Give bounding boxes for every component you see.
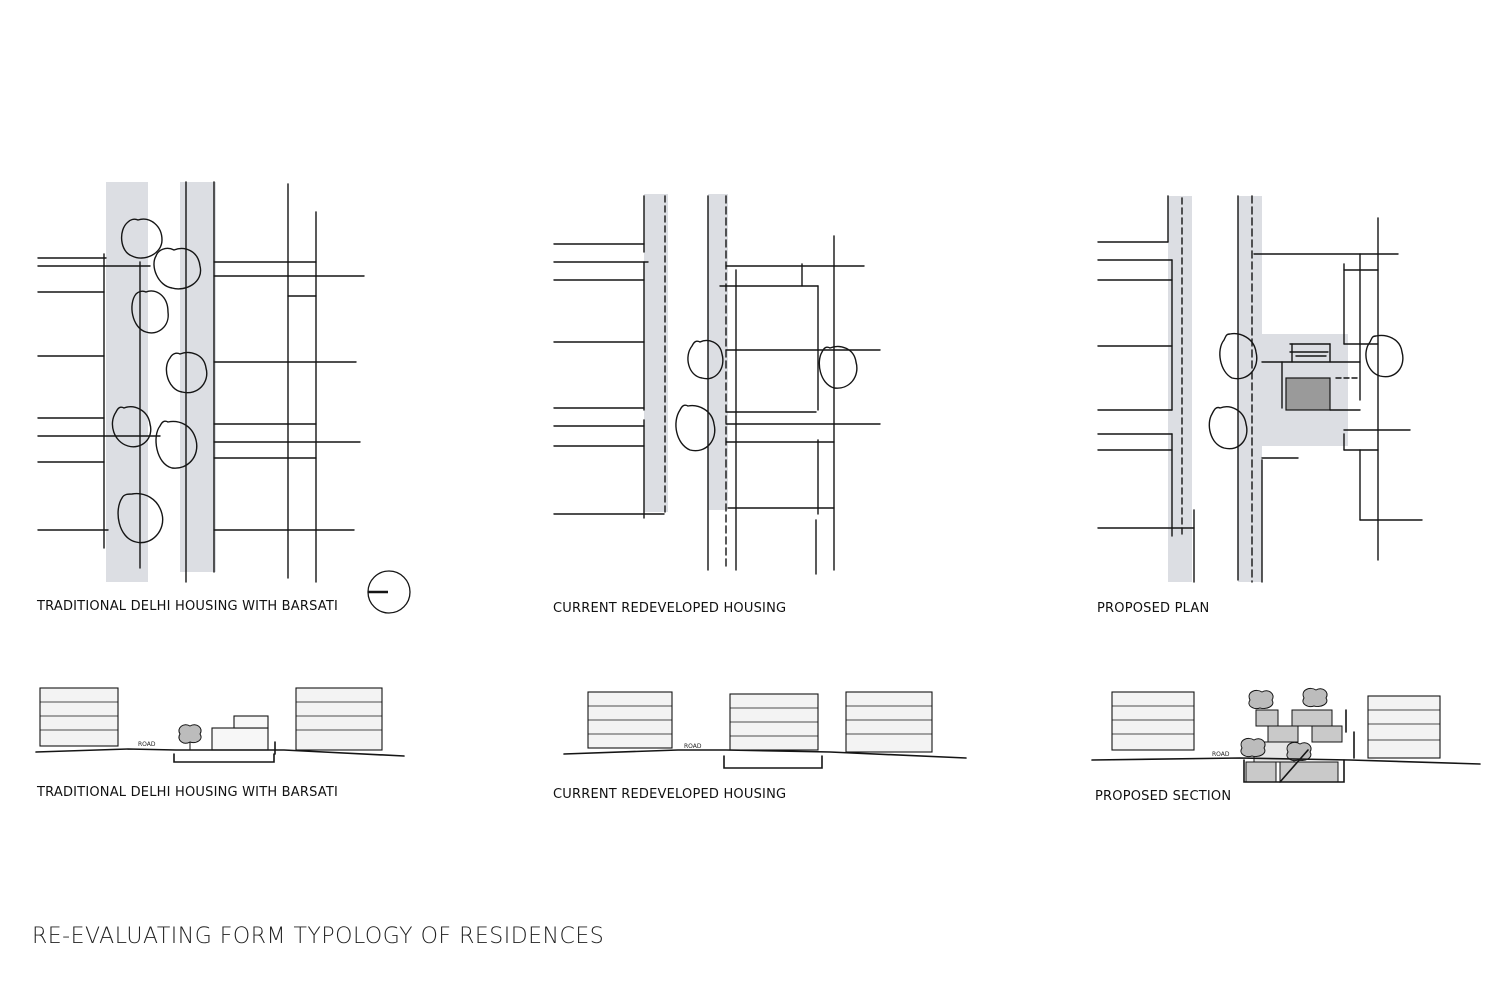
road-label: ROAD — [1212, 751, 1230, 758]
section-proposed: ROAD PROPOSED SECTION — [1060, 670, 1490, 810]
tree-icon — [1240, 687, 1328, 761]
plan-traditional: TRADITIONAL DELHI HOUSING WITH BARSATI — [0, 0, 500, 640]
tree-icon — [178, 724, 202, 750]
section-traditional: ROAD TRADITIONAL DELHI HOUSING WITH BARS… — [0, 670, 500, 810]
north-arrow-icon — [367, 570, 411, 614]
page-title: RE-EVALUATING FORM TYPOLOGY OF RESIDENCE… — [32, 924, 605, 949]
courtyard-mark — [1285, 377, 1331, 411]
section-proposed-caption: PROPOSED SECTION — [1095, 789, 1232, 804]
road-label: ROAD — [138, 741, 156, 748]
plan-proposed-caption: PROPOSED PLAN — [1097, 601, 1210, 616]
section-traditional-caption: TRADITIONAL DELHI HOUSING WITH BARSATI — [37, 785, 339, 800]
plan-current-caption: CURRENT REDEVELOPED HOUSING — [553, 601, 787, 616]
plan-proposed-drawing — [1097, 195, 1423, 583]
section-traditional-drawing: ROAD — [35, 687, 405, 763]
section-current-caption: CURRENT REDEVELOPED HOUSING — [553, 787, 787, 802]
section-proposed-drawing: ROAD — [1091, 687, 1481, 783]
plan-current: CURRENT REDEVELOPED HOUSING — [520, 0, 920, 640]
section-current: ROAD CURRENT REDEVELOPED HOUSING — [520, 670, 980, 810]
plan-proposed: PROPOSED PLAN — [1060, 0, 1480, 640]
plan-traditional-drawing — [37, 181, 411, 614]
plan-traditional-caption: TRADITIONAL DELHI HOUSING WITH BARSATI — [37, 599, 339, 614]
road-label: ROAD — [684, 743, 702, 750]
section-current-drawing: ROAD — [563, 691, 967, 769]
plan-current-drawing — [553, 194, 881, 575]
